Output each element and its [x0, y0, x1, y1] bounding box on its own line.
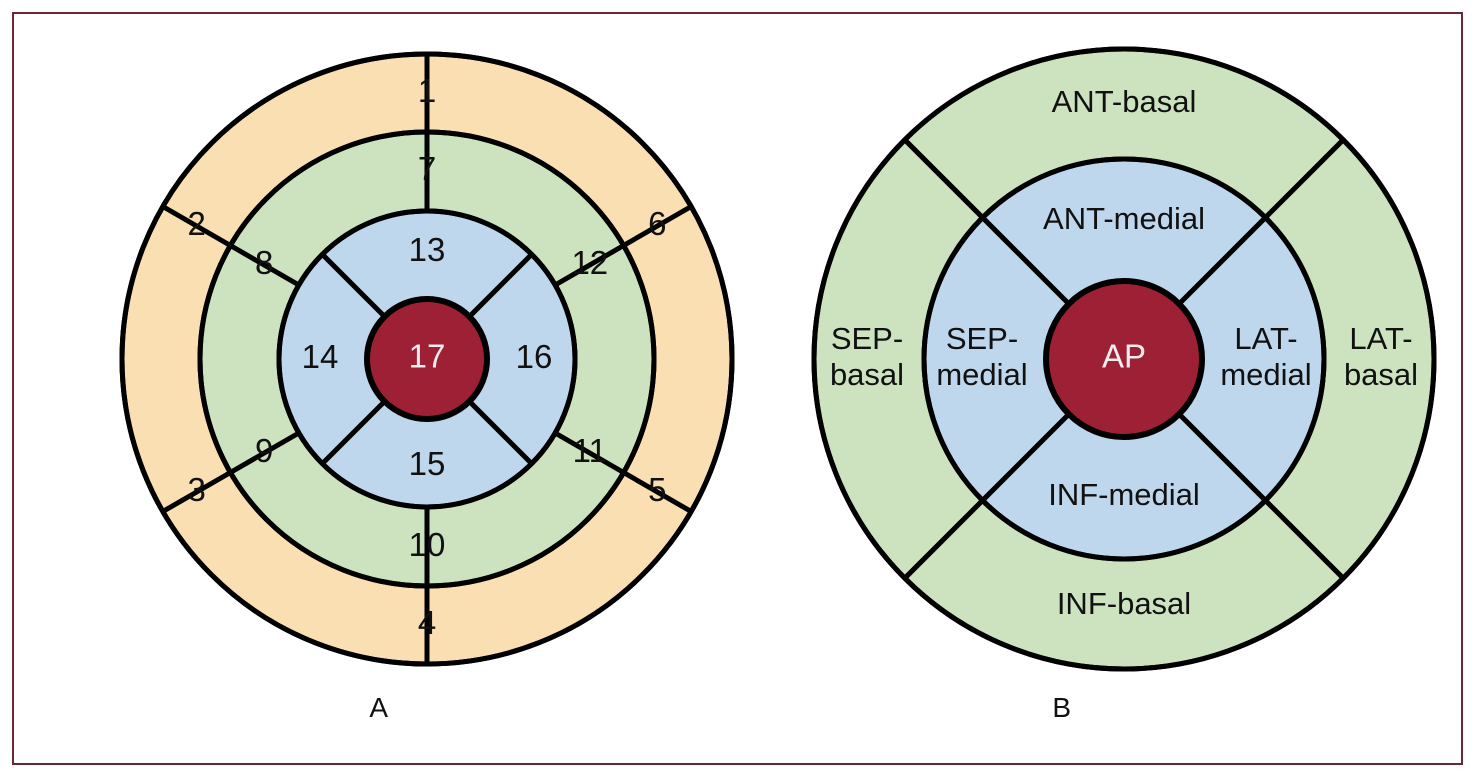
- segment-label: SEP-basal: [830, 321, 904, 392]
- segment-label: 12: [571, 244, 608, 281]
- segment-label: LAT-basal: [1344, 321, 1418, 392]
- inner-ring-divider: [467, 252, 534, 319]
- segment-label: ANT-medial: [1043, 201, 1205, 236]
- outer-ring-divider: [622, 204, 693, 248]
- core-circle: [1043, 278, 1205, 440]
- outer-ring-divider: [622, 470, 693, 514]
- segment-label: 1: [418, 72, 436, 109]
- basal-ring-divider: [1263, 498, 1345, 580]
- segment-label: 5: [648, 471, 666, 508]
- segment-label: SEP-medial: [936, 321, 1027, 392]
- basal-ring-divider: [903, 498, 985, 580]
- segment-label: 11: [573, 432, 607, 469]
- ring-outline-2: [276, 208, 578, 510]
- outer-ring-divider: [161, 204, 232, 248]
- panel-a-caption: A: [369, 692, 389, 723]
- segment-label: 3: [187, 471, 205, 508]
- core-circle: [364, 296, 490, 422]
- segment-label: 8: [255, 244, 273, 281]
- basal-ring-divider: [1263, 138, 1345, 220]
- segment-label: 4: [418, 604, 436, 641]
- core-label: 17: [409, 338, 446, 375]
- medial-ring-divider: [1177, 215, 1268, 306]
- segment-label: 9: [255, 432, 273, 469]
- segment-label: 2: [187, 205, 205, 242]
- ring-outline-0: [811, 46, 1437, 672]
- segment-label: ANT-basal: [1052, 84, 1197, 119]
- ring-outline-1: [197, 129, 657, 589]
- segment-label: 7: [418, 150, 436, 187]
- inner-ring-divider: [320, 252, 387, 319]
- segment-label: INF-medial: [1048, 477, 1200, 512]
- panel-b-caption: B: [1052, 692, 1072, 723]
- medial-ring-divider: [1177, 412, 1268, 503]
- medial-ring-divider: [980, 215, 1071, 306]
- middle-ring-divider: [229, 243, 301, 288]
- core-label: AP: [1102, 338, 1146, 375]
- outer-ring-divider: [161, 470, 232, 514]
- middle-ring-divider: [553, 243, 625, 288]
- segment-label: 14: [302, 338, 339, 375]
- inner-ring-divider: [320, 399, 387, 466]
- segment-label: INF-basal: [1057, 586, 1191, 621]
- segment-label: LAT-medial: [1220, 321, 1311, 392]
- ring-outline-1: [921, 156, 1327, 562]
- middle-ring-divider: [553, 430, 625, 475]
- middle-ring-divider: [229, 430, 301, 475]
- ring-outline-0: [119, 51, 735, 667]
- segment-label: 15: [409, 445, 446, 482]
- segment-label: 13: [409, 231, 446, 268]
- inner-ring-divider: [467, 399, 534, 466]
- segment-label: 16: [516, 338, 553, 375]
- segment-label: 10: [409, 526, 446, 563]
- basal-ring-divider: [903, 138, 985, 220]
- medial-ring-divider: [980, 412, 1071, 503]
- segment-label: 6: [648, 205, 666, 242]
